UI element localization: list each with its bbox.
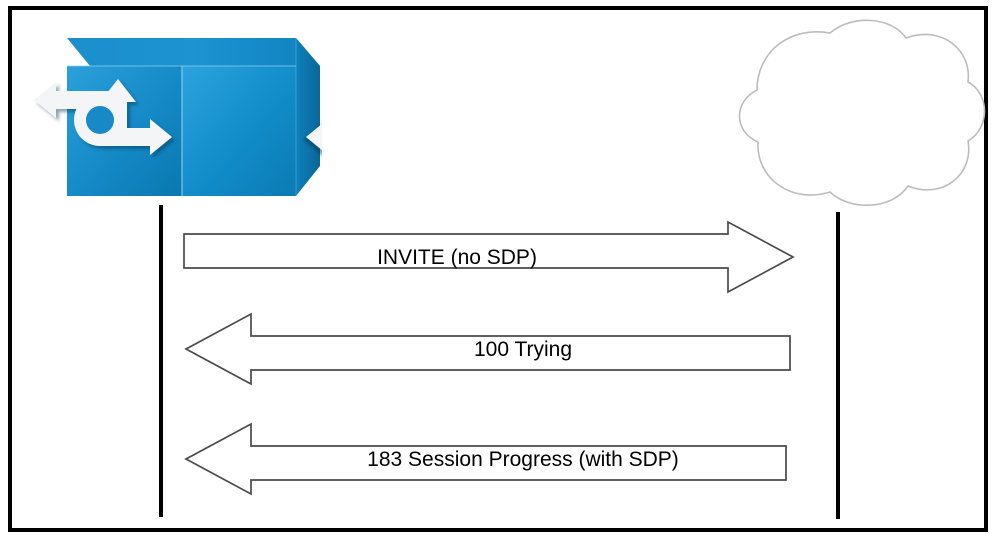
message-label-2: 183 Session Progress (with SDP) <box>367 448 679 471</box>
diagram-frame <box>8 6 988 532</box>
message-arrow-0[interactable]: INVITE (no SDP) <box>182 218 798 298</box>
message-arrow-2[interactable]: 183 Session Progress (with SDP) <box>182 420 798 500</box>
lifeline-left-endpoint <box>159 205 163 517</box>
message-arrow-1[interactable]: 100 Trying <box>182 310 798 390</box>
router-icon <box>22 16 322 198</box>
message-label-1: 100 Trying <box>473 338 573 361</box>
cloud-icon <box>660 14 990 214</box>
lifeline-right-endpoint <box>836 212 840 519</box>
message-label-0: INVITE (no SDP) <box>377 246 537 269</box>
